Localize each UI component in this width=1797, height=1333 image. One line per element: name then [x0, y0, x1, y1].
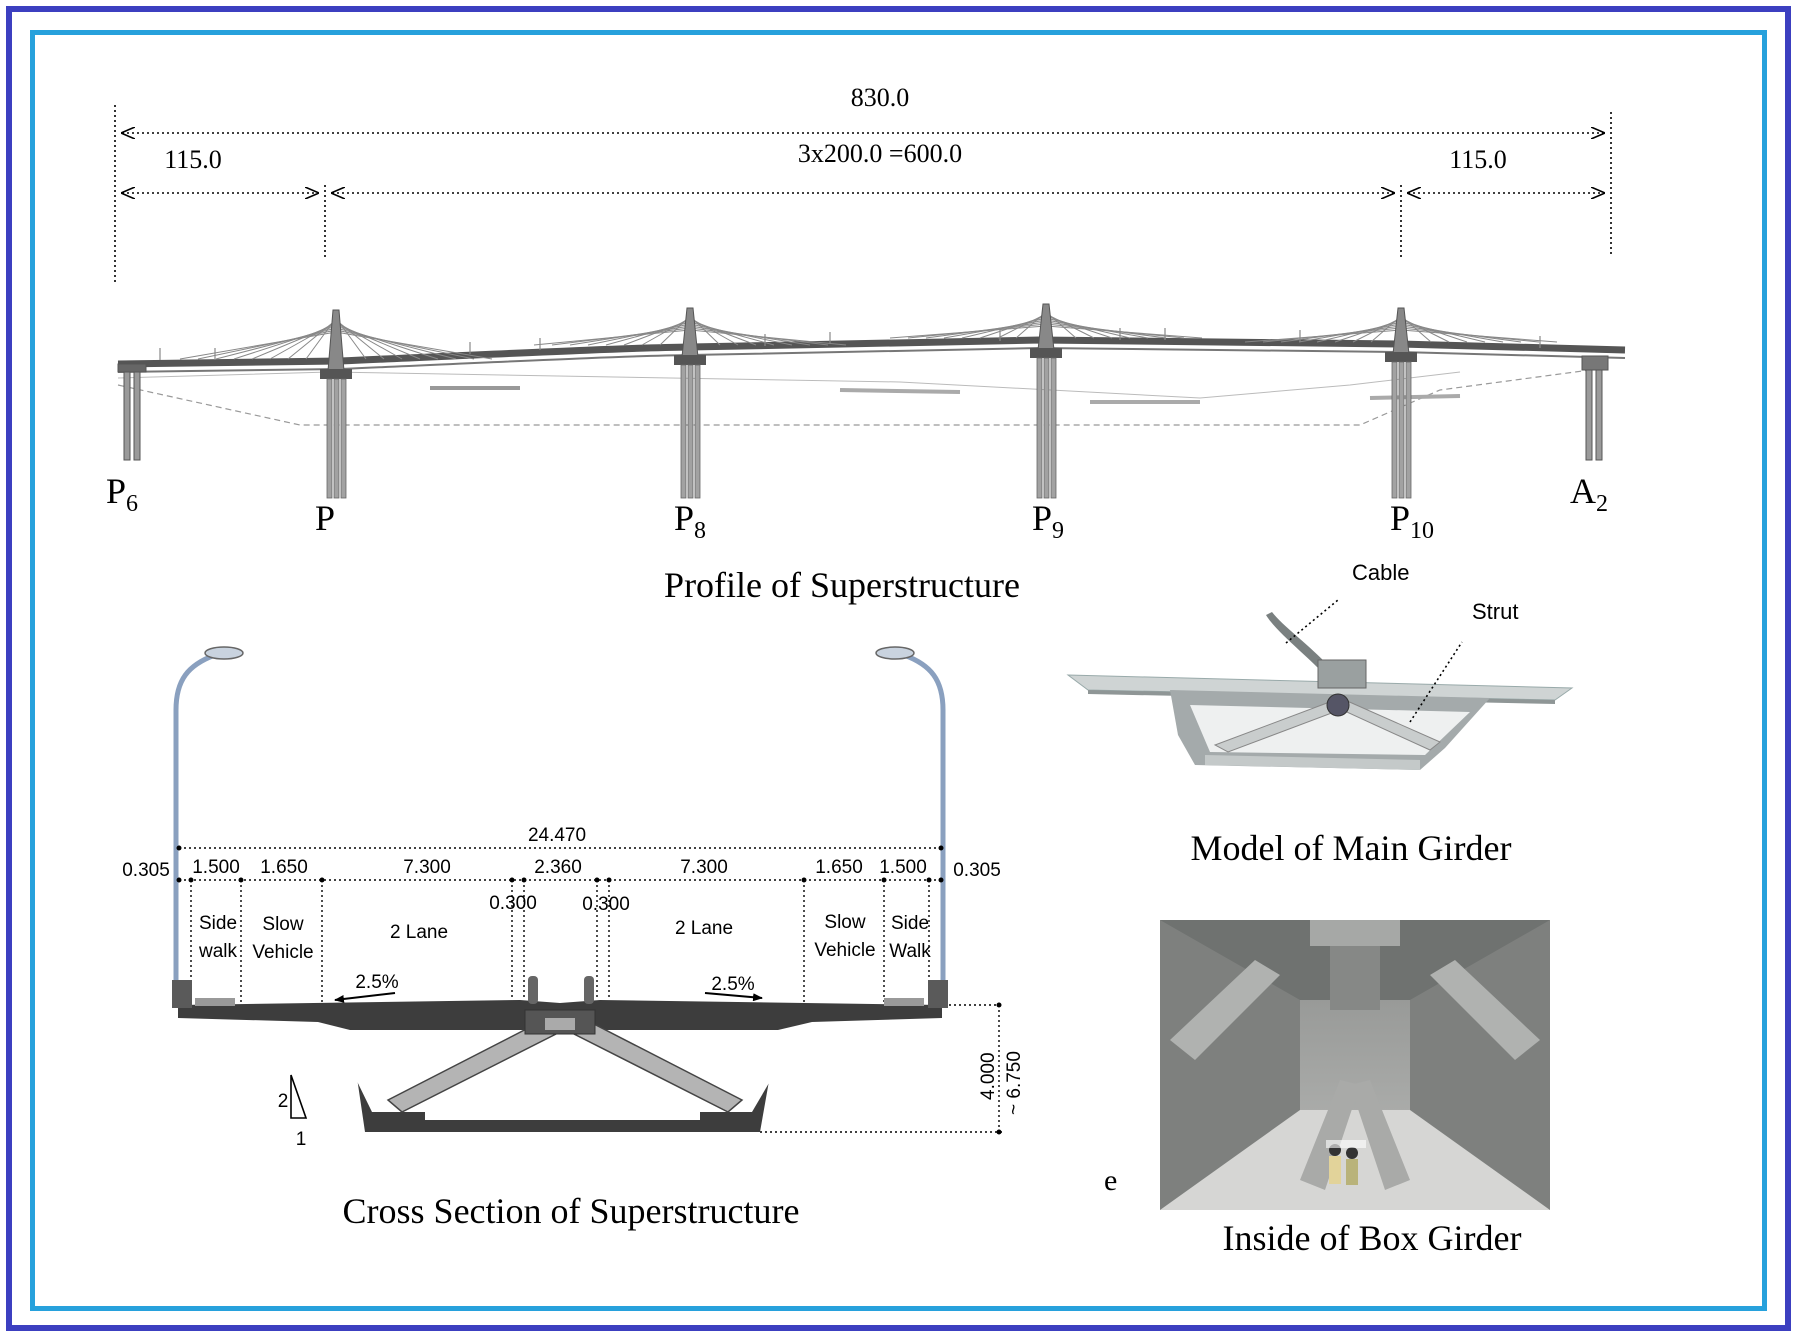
- ratio-v-label: 2: [278, 1091, 289, 1112]
- tower-p7: [179, 309, 493, 499]
- ratio-h-label: 1: [296, 1129, 307, 1150]
- edge-left-width: 0.305: [122, 860, 170, 881]
- cross-section-labels: 24.470 0.305 1.500 1.650 7.300 2.360 7.3…: [122, 825, 1025, 1150]
- median-barrier-right: [584, 976, 594, 1004]
- inside-box-girder-image: [1160, 920, 1550, 1210]
- edge-right-width: 0.305: [953, 860, 1001, 881]
- strut-node-core: [545, 1018, 575, 1030]
- lane-left-width: 7.300: [403, 857, 451, 878]
- pier-label-p8: P8: [674, 498, 706, 544]
- median-width: 2.360: [534, 857, 582, 878]
- stray-glyph: e: [1104, 1164, 1117, 1197]
- pier-column-p6: [117, 363, 147, 461]
- lane-right-label: 2 Lane: [675, 918, 733, 939]
- total-width-label: 24.470: [528, 825, 586, 846]
- depth-label-2: ~ 6.750: [1004, 1051, 1025, 1115]
- model-anchor-node: [1326, 693, 1350, 717]
- lamp-post-left: [173, 652, 216, 990]
- dim-left-span-label: 115.0: [164, 145, 222, 174]
- cross-section: [172, 646, 1003, 1135]
- strut-leader-line: [1409, 641, 1463, 723]
- cross-section-caption: Cross Section of Superstructure: [343, 1191, 800, 1231]
- cable-towers: [179, 303, 1558, 499]
- edge-barrier-right: [928, 980, 948, 1008]
- model-caption: Model of Main Girder: [1191, 828, 1512, 868]
- slope-arrow-left: [334, 992, 396, 1003]
- strut-label: Strut: [1472, 599, 1518, 624]
- slow-left-label-2: Vehicle: [252, 942, 313, 963]
- edge-barrier-left: [172, 980, 192, 1008]
- tower-p8: [533, 307, 847, 499]
- slope-arrow-right: [704, 992, 763, 1002]
- outer-border: [6, 6, 1791, 1331]
- median-barrier-left: [528, 976, 538, 1004]
- lane-right-width: 7.300: [680, 857, 728, 878]
- lane-left-label: 2 Lane: [390, 922, 448, 943]
- depth-label-1: 4.000: [978, 1052, 999, 1100]
- sidewalk-right-label-2: Walk: [889, 941, 931, 962]
- model-box-void: [1190, 705, 1470, 755]
- pier-labels: P6 P P8 P9 P10 A2: [106, 471, 1608, 544]
- box-girder-void: [332, 1030, 800, 1112]
- lamp-post-right: [903, 652, 946, 990]
- sidewalk-left-label-1: Side: [199, 913, 237, 934]
- slope-ratio-triangle: [290, 1074, 308, 1119]
- tower-p10: [1244, 307, 1558, 499]
- sidewalk-slab-left: [195, 998, 235, 1006]
- pier-label-p7: P: [315, 498, 335, 538]
- sidewalk-left-label-2: walk: [198, 941, 238, 962]
- main-girder-model: [1066, 599, 1574, 770]
- pier-column-a2: [1581, 355, 1609, 461]
- slow-left-width: 1.650: [260, 857, 308, 878]
- slope-right-label: 2.5%: [711, 974, 754, 995]
- slow-left-label-1: Slow: [262, 914, 303, 935]
- sidewalk-right-label-1: Side: [891, 913, 929, 934]
- cable-leader-line: [1285, 599, 1339, 644]
- slope-left-label: 2.5%: [355, 972, 398, 993]
- dim-right-span-label: 115.0: [1449, 145, 1507, 174]
- inner-border: [30, 30, 1767, 1311]
- cable-label: Cable: [1352, 560, 1409, 585]
- slow-right-width: 1.650: [815, 857, 863, 878]
- barrier-left-width: 0.300: [489, 893, 537, 914]
- pier-label-p6: P6: [106, 471, 138, 517]
- tower-p9: [889, 303, 1203, 499]
- barrier-right-width: 0.300: [582, 894, 630, 915]
- sidewalk-slab-right: [884, 998, 924, 1006]
- model-bottom-slab: [1205, 755, 1420, 770]
- profile-caption: Profile of Superstructure: [664, 565, 1020, 605]
- lamp-head-left: [204, 646, 244, 660]
- pier-label-p10: P10: [1390, 498, 1434, 544]
- model-anchor-block: [1317, 659, 1367, 689]
- sidewalk-left-width: 1.500: [192, 857, 240, 878]
- profile-dimensions: [114, 105, 1612, 282]
- pier-label-p9: P9: [1032, 498, 1064, 544]
- model-cable-stub: [1266, 612, 1325, 668]
- slow-right-label-2: Vehicle: [814, 940, 875, 961]
- pier-label-a2: A2: [1570, 471, 1608, 517]
- bottom-slab-opening: [425, 1112, 700, 1120]
- dim-total-label: 830.0: [851, 83, 910, 112]
- dim-middle-span-label: 3x200.0 =600.0: [798, 139, 962, 168]
- slow-right-label-1: Slow: [824, 912, 865, 933]
- inside-caption: Inside of Box Girder: [1223, 1218, 1522, 1258]
- sidewalk-right-width: 1.500: [879, 857, 927, 878]
- lamp-head-right: [875, 646, 915, 660]
